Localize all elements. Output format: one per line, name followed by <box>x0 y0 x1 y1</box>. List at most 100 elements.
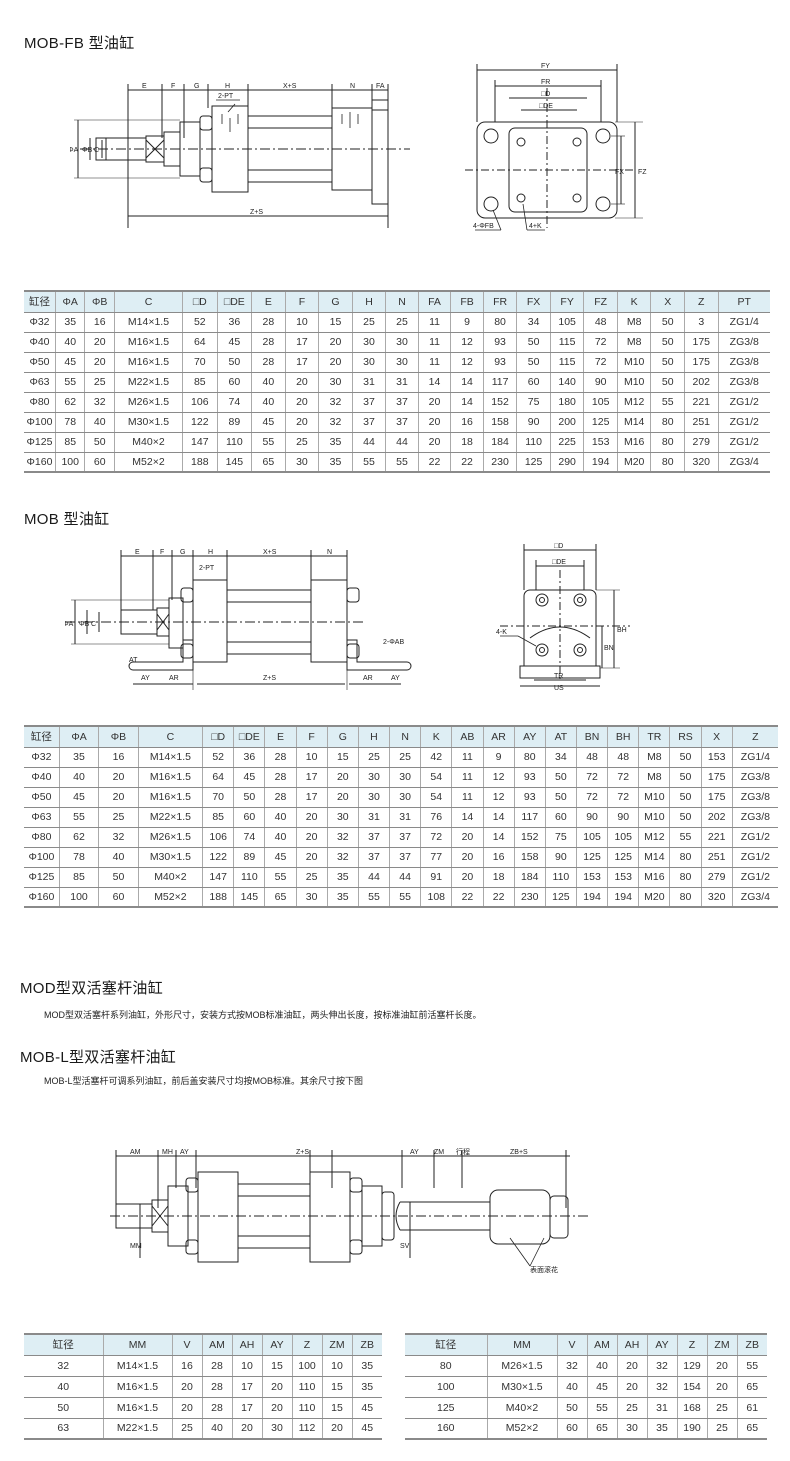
column-header: BH <box>607 725 639 748</box>
dim-label-fy: FY <box>541 63 550 70</box>
column-header: ΦB <box>98 725 139 748</box>
mob-spec-table: 缸径 ΦA ΦB C □D □DE E F G H N K AB AR AY A… <box>24 725 778 908</box>
table-cell: 45 <box>216 332 252 353</box>
column-header: AM <box>586 1333 617 1356</box>
table-cell: 180 <box>549 392 584 413</box>
table-cell: 16 <box>450 412 484 433</box>
table-cell: ZG1/2 <box>717 392 770 413</box>
dim-label-bh: BH <box>617 627 627 634</box>
table-cell: 50 <box>516 332 551 353</box>
table-cell: M26×1.5 <box>113 392 183 413</box>
column-header: K <box>420 725 452 748</box>
table-cell: 9 <box>482 747 515 768</box>
table-cell: 45 <box>251 412 286 433</box>
dim-label-c: C <box>91 621 96 628</box>
table-cell: 28 <box>251 332 286 353</box>
table-cell: 125 <box>583 412 618 433</box>
table-cell: 32 <box>326 827 359 848</box>
table-cell: 50 <box>669 787 702 808</box>
table-cell: 9 <box>450 312 484 333</box>
table-cell: 20 <box>706 1355 737 1377</box>
table-cell: 11 <box>417 352 451 373</box>
table-cell: 31 <box>385 372 419 393</box>
table-cell: M8 <box>616 332 651 353</box>
table-cell: 17 <box>284 332 319 353</box>
table-cell: 20 <box>284 372 319 393</box>
table-cell: M14 <box>616 412 651 433</box>
table-cell: Φ125 <box>24 432 56 453</box>
table-cell: M10 <box>638 807 670 828</box>
table-cell: 20 <box>616 1376 647 1398</box>
table-cell: 72 <box>583 352 618 373</box>
table-cell: Φ125 <box>24 867 60 888</box>
table-cell: 20 <box>295 847 328 868</box>
column-header: ZM <box>321 1333 352 1356</box>
table-cell: M16 <box>638 867 670 888</box>
column-header: V <box>556 1333 587 1356</box>
table-cell: 65 <box>736 1418 767 1440</box>
table-cell: 35 <box>58 747 99 768</box>
dim-label-fa: FA <box>376 83 385 90</box>
table-cell: 30 <box>284 452 319 473</box>
dim-label-e: E <box>135 549 140 556</box>
dim-label-ay-right: AY <box>391 675 400 682</box>
table-cell: ZG1/2 <box>717 432 770 453</box>
table-cell: 20 <box>261 1376 292 1398</box>
table-cell: 44 <box>351 432 386 453</box>
table-cell: 62 <box>54 392 85 413</box>
table-cell: Φ100 <box>24 412 56 433</box>
dim-label-n: N <box>327 549 332 556</box>
table-cell: Φ80 <box>24 392 56 413</box>
column-header: Z <box>731 725 778 748</box>
dim-label-phi-b: ΦB <box>82 147 93 154</box>
table-cell: 125 <box>516 452 551 473</box>
table-cell: 17 <box>295 767 328 788</box>
table-cell: 117 <box>482 372 517 393</box>
table-cell: 89 <box>216 412 252 433</box>
table-cell: 16 <box>98 747 139 768</box>
table-cell: 48 <box>607 747 639 768</box>
mod-description: MOD型双活塞杆系列油缸，外形尺寸，安装方式按MOB标准油缸，两头伸出长度，按标… <box>44 1010 482 1020</box>
table-cell: 25 <box>284 432 319 453</box>
table-cell: 35 <box>326 887 359 908</box>
column-header: Z <box>683 290 719 313</box>
table-cell: 20 <box>451 867 483 888</box>
table-cell: 25 <box>84 372 115 393</box>
table-cell: 50 <box>544 787 577 808</box>
table-cell: 105 <box>607 827 639 848</box>
table-cell: 30 <box>295 887 328 908</box>
table-cell: 80 <box>669 847 702 868</box>
table-cell: 153 <box>700 747 733 768</box>
table-cell: 20 <box>295 827 328 848</box>
table-cell: 70 <box>202 787 234 808</box>
dim-label-d: □D <box>541 91 550 98</box>
table-cell: 110 <box>291 1397 322 1419</box>
dim-label-zm: ZM <box>434 1149 444 1156</box>
table-cell: 76 <box>420 807 452 828</box>
table-cell: 20 <box>318 332 353 353</box>
column-header: K <box>616 290 651 313</box>
table-cell: 20 <box>318 352 353 373</box>
table-cell: 14 <box>417 372 451 393</box>
column-header: N <box>385 290 419 313</box>
dim-label-2-pt: 2-PT <box>199 565 215 572</box>
table-cell: 320 <box>700 887 733 908</box>
column-header: AH <box>616 1333 647 1356</box>
table-cell: M52×2 <box>486 1418 557 1440</box>
table-cell: 125 <box>607 847 639 868</box>
table-cell: 35 <box>318 452 353 473</box>
table-cell: 36 <box>216 312 252 333</box>
column-header: AT <box>544 725 577 748</box>
table-cell: 65 <box>251 452 286 473</box>
table-cell: 45 <box>54 352 85 373</box>
section-title-mod: MOD型双活塞杆油缸 <box>20 980 163 997</box>
table-cell: 60 <box>544 807 577 828</box>
table-cell: 40 <box>24 1376 103 1398</box>
dim-label-mm: MM <box>130 1243 142 1250</box>
column-header: E <box>251 290 286 313</box>
table-cell: 20 <box>706 1376 737 1398</box>
dim-label-z-s: Z+S <box>250 209 263 216</box>
